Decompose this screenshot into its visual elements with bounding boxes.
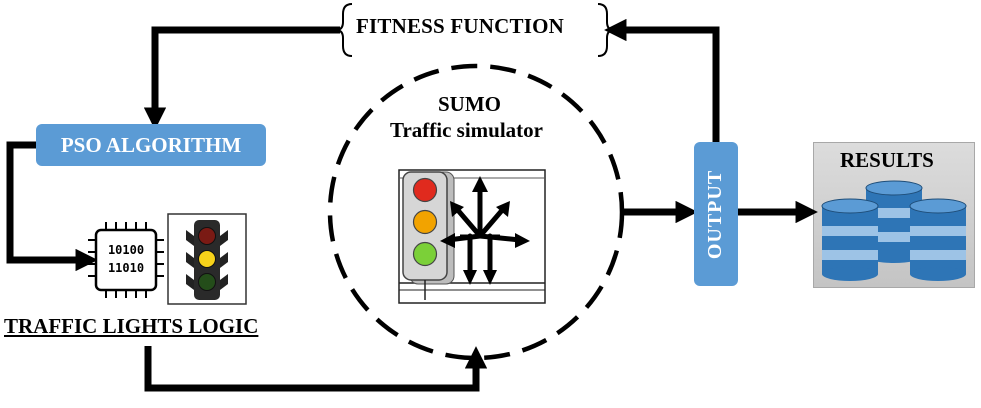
chip-binary-top: 10100	[108, 243, 144, 257]
brace-left	[335, 3, 353, 57]
traffic-lights-logic-label: TRAFFIC LIGHTS LOGIC	[4, 314, 259, 338]
pso-algorithm-box: PSO ALGORITHM	[36, 124, 266, 166]
fitness-function-label: FITNESS FUNCTION	[356, 14, 564, 38]
pso-algorithm-label: PSO ALGORITHM	[60, 132, 242, 157]
traffic-light-icon	[167, 213, 247, 305]
output-box: OUTPUT	[694, 142, 738, 286]
sumo-boundary	[327, 63, 625, 361]
processor-chip-icon: 10100 11010	[88, 222, 164, 298]
sumo-title: SUMO	[438, 92, 501, 116]
output-label: OUTPUT	[704, 169, 727, 259]
database-icon	[821, 180, 967, 281]
arrow-output-to-fitness	[604, 18, 720, 142]
sumo-subtitle: Traffic simulator	[390, 118, 543, 142]
arrow-logic-to-sumo	[144, 346, 488, 392]
results-label: RESULTS	[840, 148, 934, 172]
sumo-junction-icon	[398, 169, 546, 304]
chip-binary-bottom: 11010	[108, 261, 144, 275]
arrow-fitness-to-pso	[143, 26, 340, 130]
arrow-pso-to-logic	[6, 141, 98, 272]
brace-right	[597, 3, 615, 57]
